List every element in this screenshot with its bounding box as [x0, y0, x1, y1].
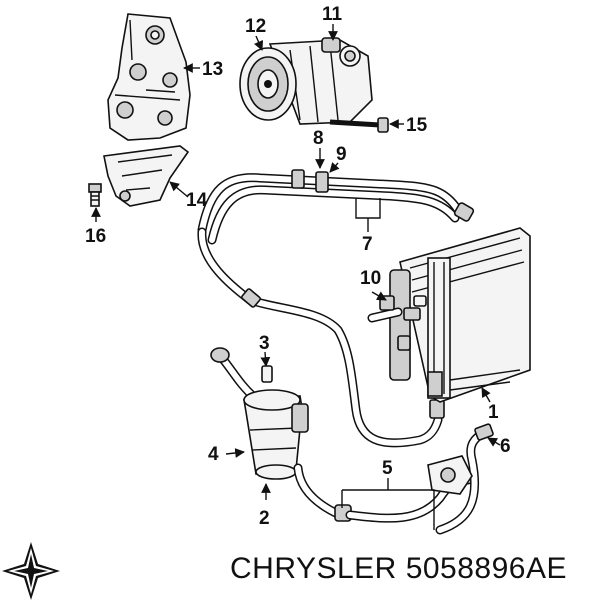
fitting-cluster	[367, 295, 427, 351]
callout-11: 11	[322, 4, 343, 25]
receiver-drier	[210, 347, 352, 522]
callout-4: 4	[208, 444, 219, 465]
ac-compressor	[239, 37, 373, 125]
callout-10: 10	[360, 268, 381, 289]
part-caption: CHRYSLER 5058896AE	[230, 552, 567, 586]
condenser	[389, 227, 531, 403]
hose-assembly	[345, 423, 494, 535]
lower-bracket	[103, 145, 190, 207]
callout-5: 5	[382, 458, 393, 479]
callout-7: 7	[362, 234, 373, 255]
callout-13: 13	[202, 59, 223, 80]
callout-3: 3	[259, 333, 270, 354]
callout-15: 15	[406, 115, 428, 136]
callout-14: 14	[186, 190, 208, 211]
callout-1: 1	[488, 402, 499, 423]
callout-8: 8	[313, 128, 324, 149]
callout-12: 12	[245, 16, 266, 37]
leader-lines	[91, 24, 501, 530]
part-number: 5058896AE	[405, 552, 567, 585]
pentastar-logo-icon	[2, 542, 60, 600]
compressor-bracket	[107, 13, 191, 141]
brand-name: CHRYSLER	[230, 552, 397, 585]
bolt-16	[88, 183, 102, 207]
callout-labels: 1 2 3 4 5 6 7 8 9 10 11 12 13 14 15 16	[85, 4, 511, 529]
callout-2: 2	[259, 508, 270, 529]
callout-16: 16	[85, 226, 106, 247]
refrigerant-line-lower	[197, 227, 445, 448]
callout-9: 9	[336, 144, 347, 165]
long-bolt-15	[329, 117, 389, 133]
callout-6: 6	[500, 436, 511, 457]
refrigerant-line-upper	[197, 169, 475, 245]
